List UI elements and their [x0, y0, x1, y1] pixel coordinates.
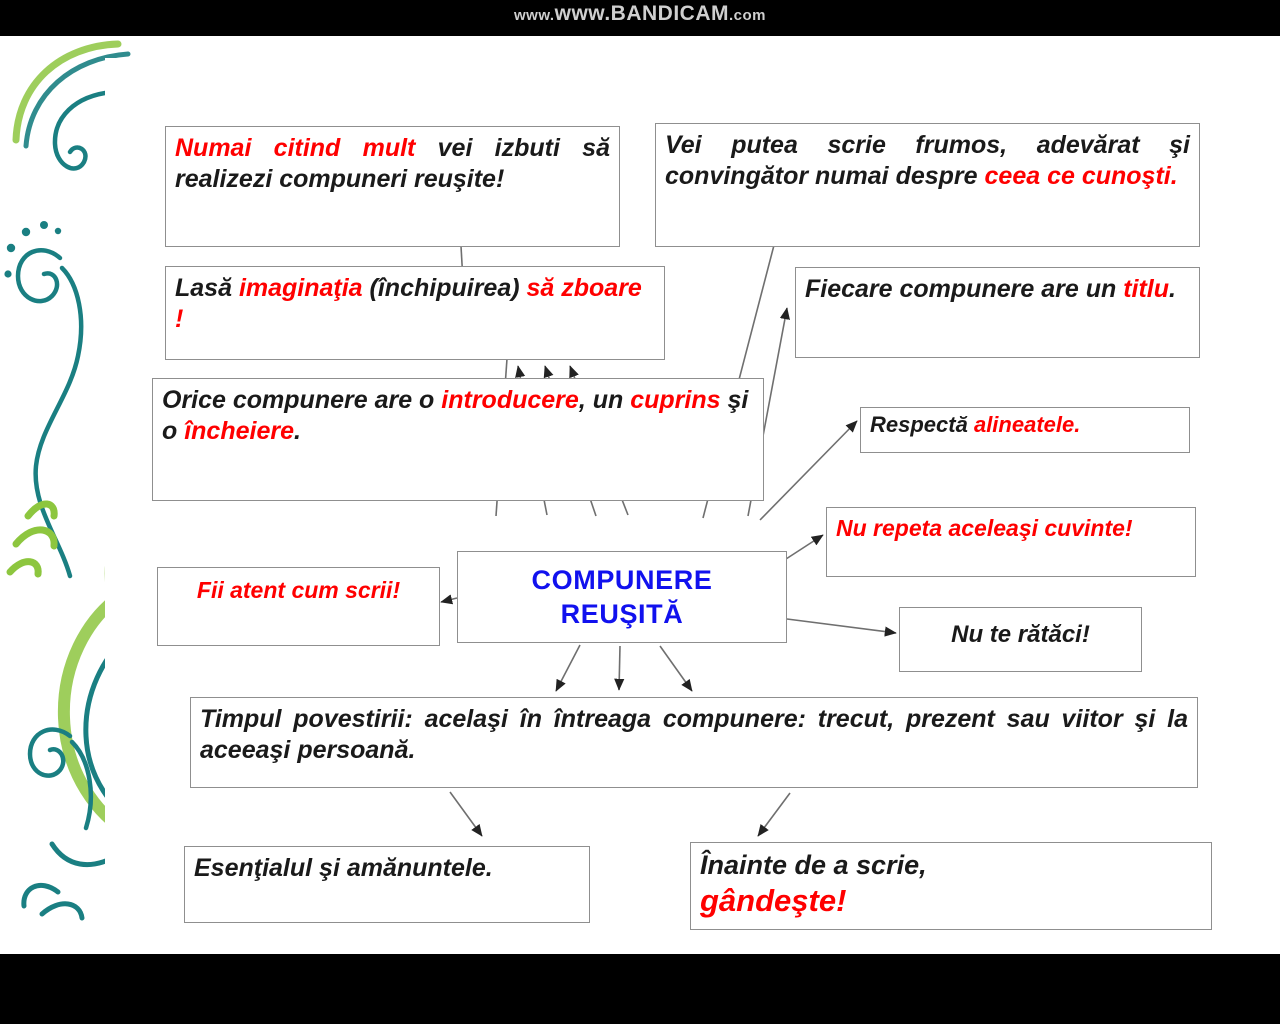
node-fiecare-compunere[interactable]: Fiecare compunere are un titlu.	[795, 267, 1200, 358]
node-orice-black1: Orice compunere are o	[162, 386, 442, 414]
watermark-main: www.BANDICAM	[554, 2, 729, 25]
node-numai-citind[interactable]: Numai citind mult vei izbuti să realizez…	[165, 126, 620, 247]
watermark-prefix: www.	[513, 7, 555, 24]
node-respecta-red1: alineatele.	[973, 412, 1081, 437]
node-respecta-black1: Respectă	[870, 412, 974, 437]
node-lasa-red1: imaginaţia	[238, 274, 363, 302]
slide-canvas: Numai citind mult vei izbuti să realizez…	[0, 36, 1280, 954]
watermark-suffix: .com	[729, 7, 767, 24]
node-nurepeta-text: Nu repeta aceleaşi cuvinte!	[827, 508, 1195, 548]
center-title-line2: REUŞITĂ	[560, 598, 684, 629]
node-lasa-imaginatia[interactable]: Lasă imaginaţia (închipuirea) să zboare …	[165, 266, 665, 360]
node-inainte-red1: gândeşte!	[700, 882, 847, 918]
bandicam-watermark: www.www.BANDICAM.com	[0, 2, 1280, 26]
node-numai-red: Numai citind mult	[175, 134, 416, 162]
node-orice-red3: încheiere	[184, 416, 294, 445]
node-fii-red1: Fii atent cum scrii!	[196, 577, 401, 603]
node-lasa-red2: să zboare !	[175, 274, 642, 333]
node-orice-black4: .	[294, 416, 301, 445]
node-orice-compunere[interactable]: Orice compunere are o introducere, un cu…	[152, 378, 764, 501]
node-fiecare-black1: Fiecare compunere are un	[805, 275, 1124, 303]
node-lasa-black2: (închipuirea)	[362, 274, 527, 302]
node-numai-text: Numai citind mult vei izbuti să realizez…	[166, 127, 619, 200]
node-lasa-black1: Lasă	[175, 274, 239, 302]
node-inainte-text: Înainte de a scrie, gândeşte!	[691, 843, 1211, 926]
node-respecta-text: Respectă alineatele.	[861, 408, 1189, 443]
node-timpul-text: Timpul povestirii: acelaşi în întreaga c…	[191, 698, 1197, 771]
node-vei-putea[interactable]: Vei putea scrie frumos, adevărat şi conv…	[655, 123, 1200, 247]
node-vei-text: Vei putea scrie frumos, adevărat şi conv…	[656, 124, 1199, 197]
node-fiecare-black2: .	[1169, 275, 1176, 303]
node-nute-black1: Nu te rătăci!	[951, 621, 1090, 648]
node-timpul-povestirii[interactable]: Timpul povestirii: acelaşi în întreaga c…	[190, 697, 1198, 788]
node-nute-text: Nu te rătăci!	[900, 608, 1141, 655]
node-vei-black: Vei putea scrie frumos, adevărat şi conv…	[665, 131, 1190, 190]
node-orice-red2: cuprins	[630, 386, 721, 414]
node-esential-text: Esenţialul şi amănuntele.	[185, 847, 589, 890]
node-nu-te-rataci[interactable]: Nu te rătăci!	[899, 607, 1142, 672]
node-fii-text: Fii atent cum scrii!	[158, 568, 439, 610]
node-inainte-de-a-scrie[interactable]: Înainte de a scrie, gândeşte!	[690, 842, 1212, 930]
center-title: COMPUNERE REUŞITĂ	[458, 552, 786, 632]
node-orice-black2: , un	[578, 386, 631, 414]
node-orice-black3: şi o	[162, 386, 749, 445]
node-respecta-alineatele[interactable]: Respectă alineatele.	[860, 407, 1190, 453]
node-vei-red: ceea ce cunoşti.	[984, 161, 1178, 190]
node-orice-text: Orice compunere are o introducere, un cu…	[153, 379, 763, 452]
node-fiecare-text: Fiecare compunere are un titlu.	[796, 268, 1199, 311]
node-esentialul-amanuntele[interactable]: Esenţialul şi amănuntele.	[184, 846, 590, 923]
bottom-black-bar	[0, 954, 1280, 1024]
node-orice-red1: introducere	[441, 386, 579, 414]
node-fii-atent[interactable]: Fii atent cum scrii!	[157, 567, 440, 646]
node-numai-black: vei izbuti să realizezi compuneri reuşit…	[175, 134, 610, 193]
node-timpul-black1: Timpul povestirii: acelaşi în întreaga c…	[200, 705, 1188, 764]
node-fiecare-red1: titlu	[1123, 275, 1170, 303]
center-title-line1: COMPUNERE	[531, 565, 713, 595]
node-lasa-text: Lasă imaginaţia (închipuirea) să zboare …	[166, 267, 664, 340]
top-black-bar: www.www.BANDICAM.com	[0, 0, 1280, 36]
node-nurepeta-red1: Nu repeta aceleaşi cuvinte!	[836, 515, 1133, 541]
node-nu-repeta[interactable]: Nu repeta aceleaşi cuvinte!	[826, 507, 1196, 577]
node-compunere-reusita-center[interactable]: COMPUNERE REUŞITĂ	[457, 551, 787, 643]
node-esential-black1: Esenţialul şi amănuntele.	[194, 854, 493, 882]
node-inainte-black1: Înainte de a scrie,	[700, 850, 927, 880]
